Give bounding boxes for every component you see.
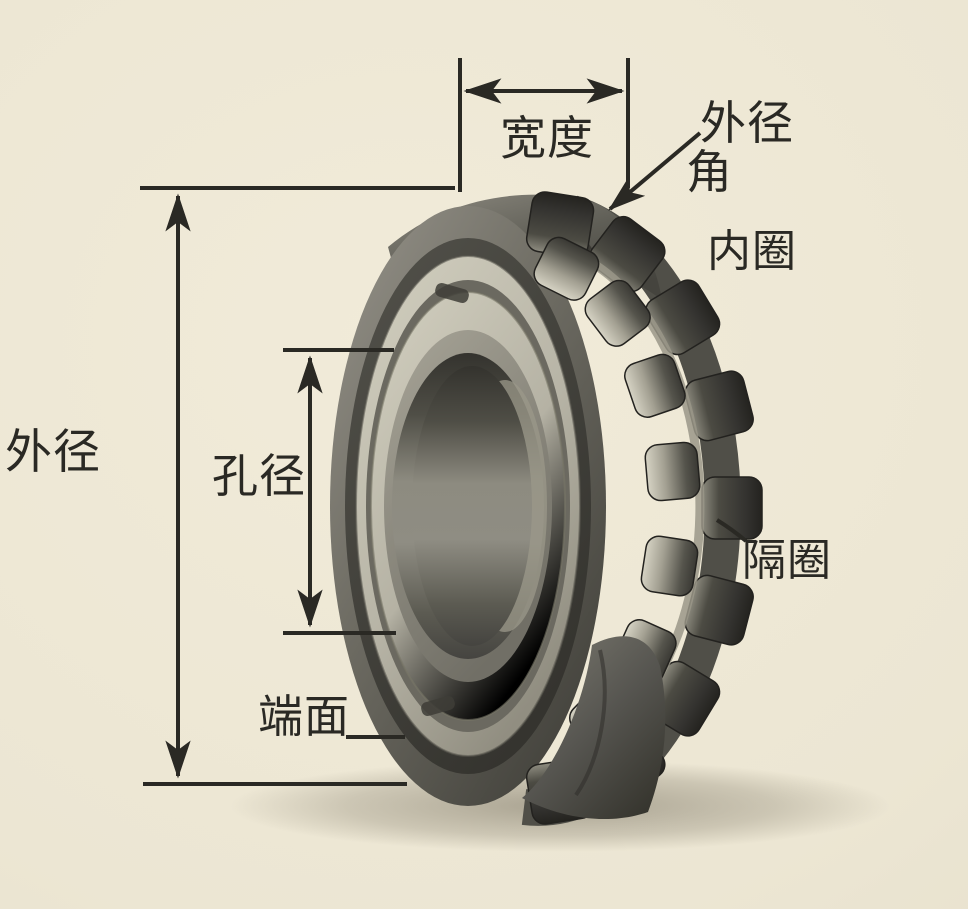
bore-diameter-label: 孔径	[212, 449, 306, 503]
cage-pocket-slot	[435, 283, 469, 303]
end-face-label: 端面	[258, 690, 351, 743]
width-label: 宽度	[500, 111, 594, 165]
outer-diameter-label: 外径	[5, 425, 101, 480]
outer-ring-bottom-seam	[574, 649, 607, 797]
cage-pocket-slot	[421, 696, 455, 716]
spacer-leader	[715, 518, 748, 543]
od-corner-label-line1: 外径	[700, 96, 794, 150]
bearing-front-face	[330, 206, 606, 806]
spacer-ring-label: 隔圈	[742, 535, 832, 586]
od-corner-leader-arrow	[608, 131, 702, 211]
od-corner-label-line2: 角	[686, 144, 733, 199]
outer-ring-bottom-section	[522, 636, 666, 820]
inner-ring-label: 内圈	[707, 226, 797, 277]
od-corner-label: 外径 角	[686, 99, 794, 197]
